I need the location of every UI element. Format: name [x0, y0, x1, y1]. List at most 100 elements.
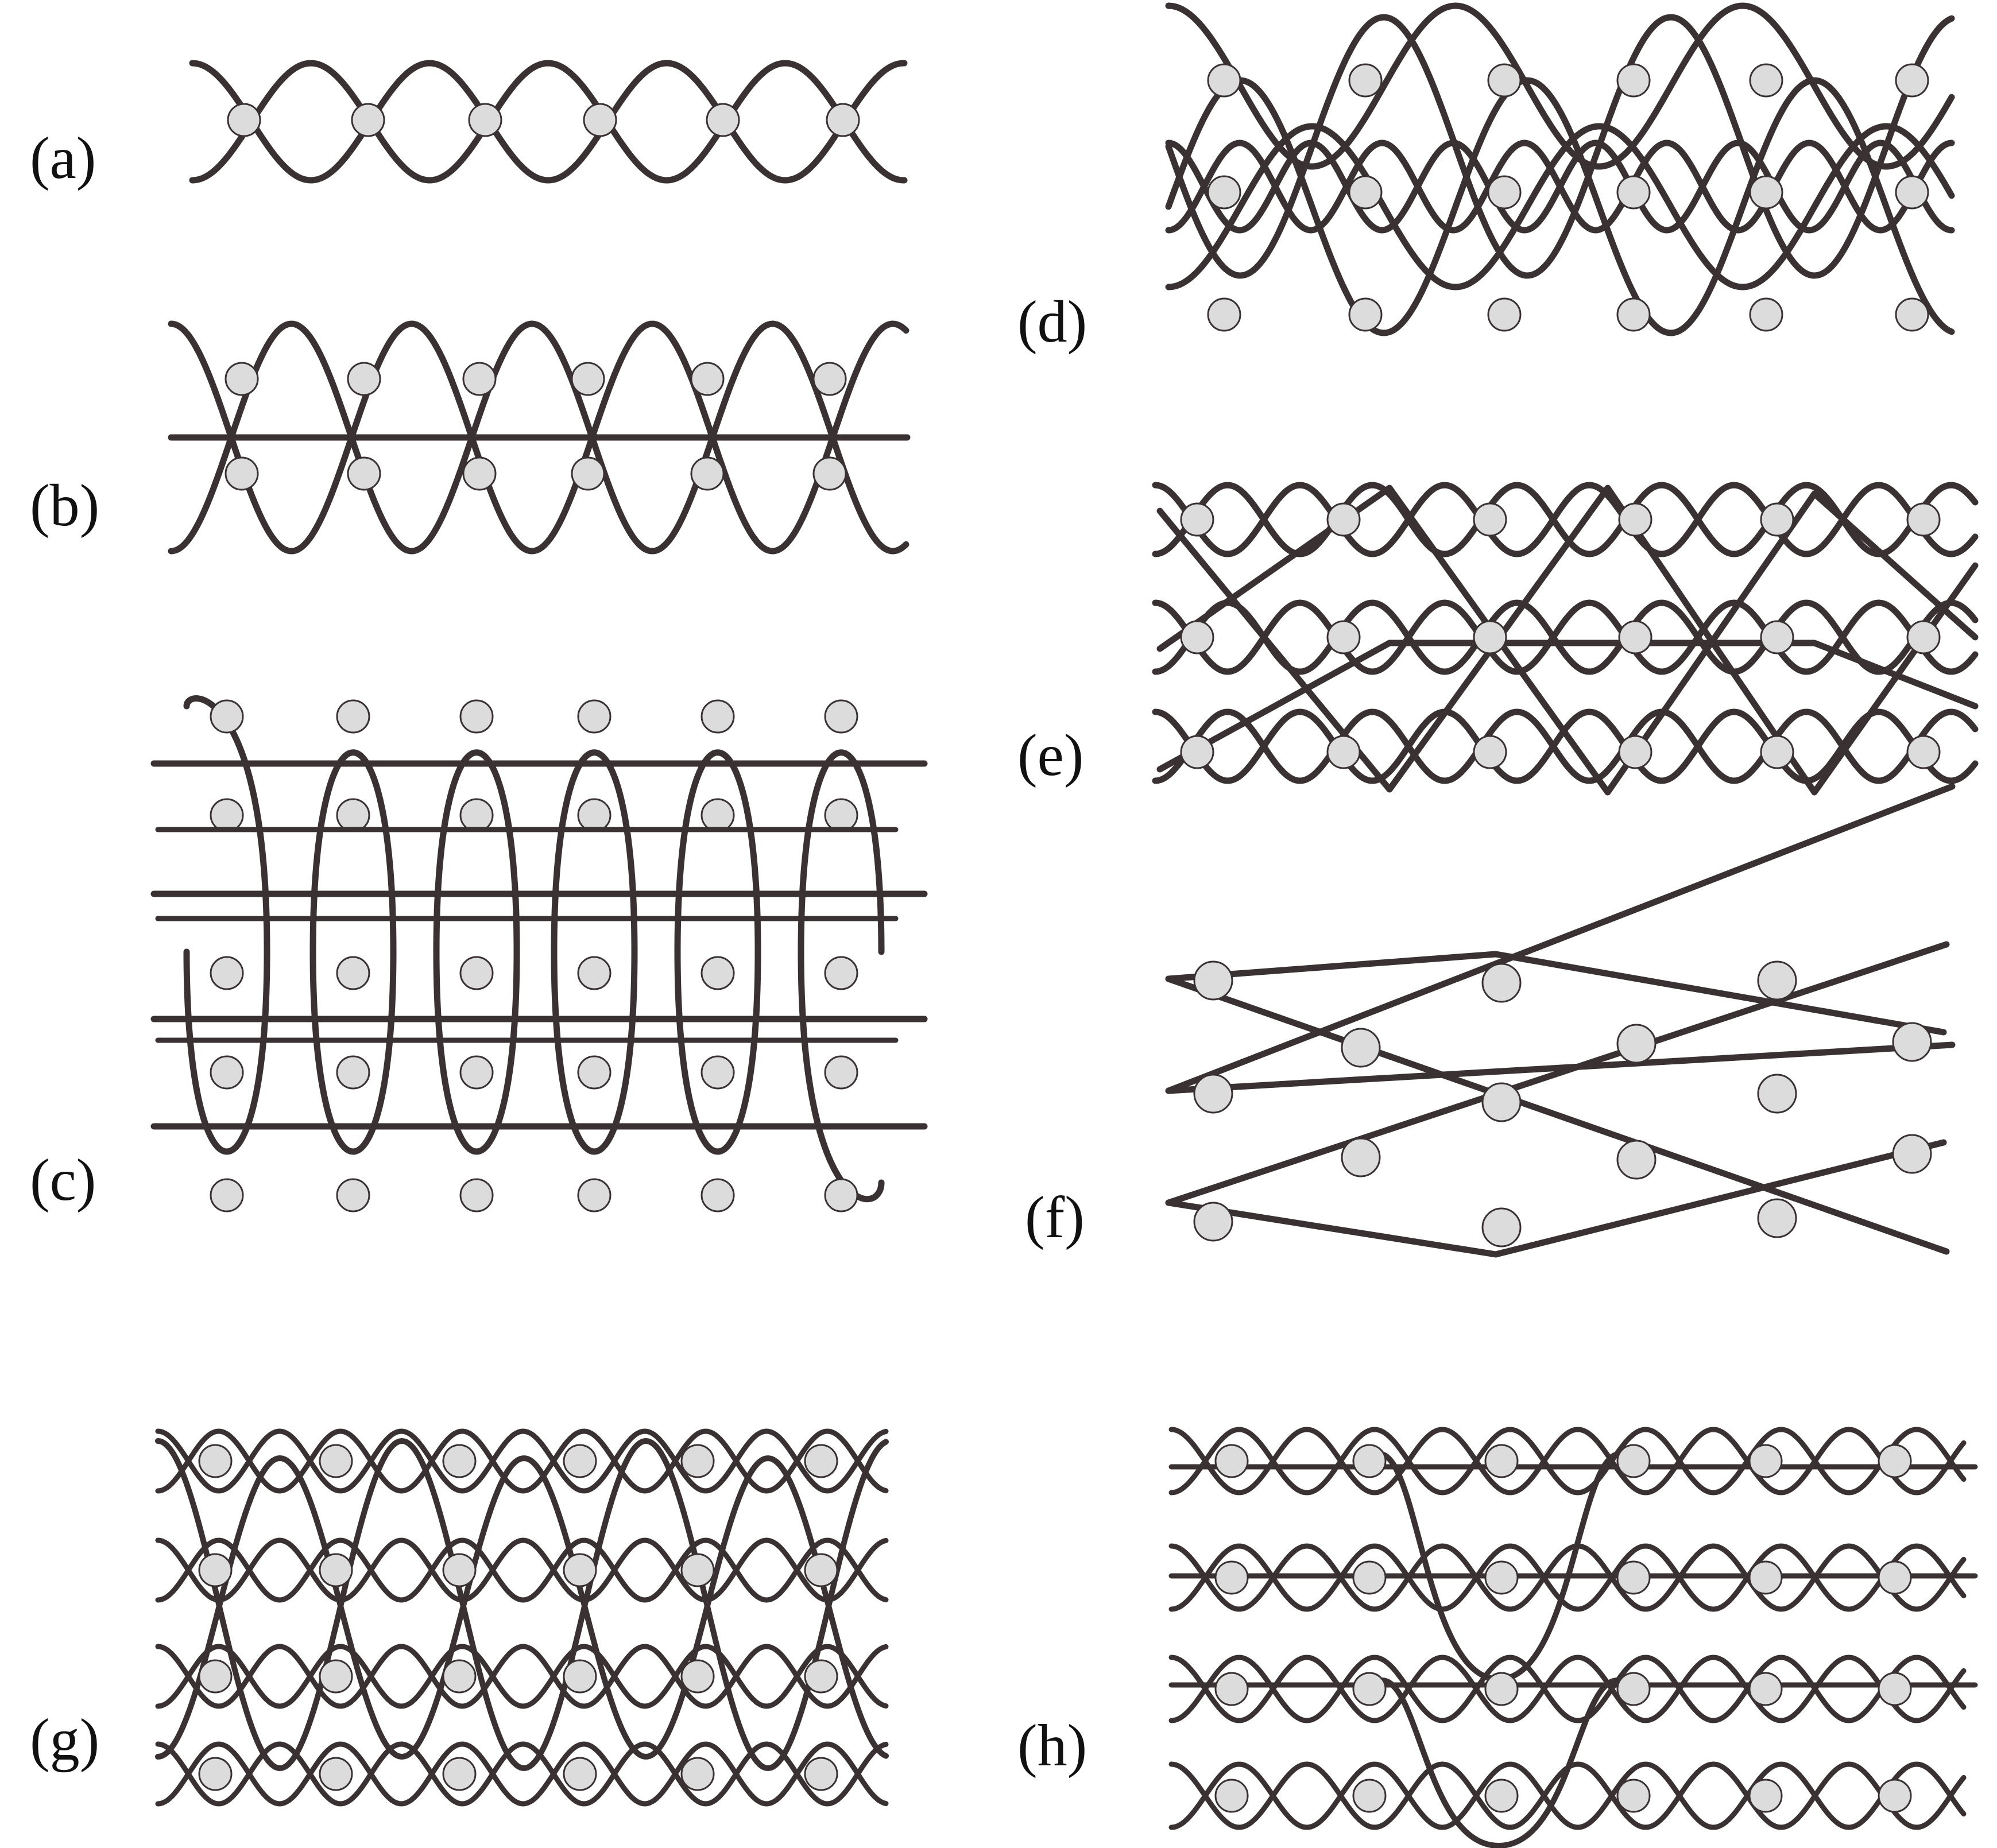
panel-b-yarns [168, 320, 911, 555]
panel-c-fiber-66 [577, 1178, 612, 1212]
panel-f-yarn-120 [1165, 951, 1947, 1036]
panel-f-fiber-128 [1757, 960, 1797, 1001]
panel-f-fiber-131 [1892, 1022, 1932, 1062]
panel-c-fiber-63 [210, 1178, 244, 1212]
panel-h-fiber-193 [1484, 1444, 1519, 1478]
panel-b-fiber-11 [225, 362, 259, 396]
panel-c-fiber-62 [824, 1055, 858, 1090]
panel-c-fiber-48 [577, 798, 612, 832]
panel-h-fiber-196 [1878, 1444, 1912, 1478]
panel-e-fiber-114 [1180, 735, 1214, 769]
panel-c-fiber-41 [459, 699, 494, 734]
panel-e-fiber-103 [1326, 502, 1361, 537]
panel-h-fiber-203 [1214, 1672, 1249, 1706]
panel-g-fibers [198, 1444, 838, 1791]
panel-h-fiber-198 [1352, 1560, 1387, 1595]
panel-f-fiber-139 [1481, 1207, 1522, 1248]
panel-b-fiber-14 [571, 362, 605, 396]
panel-a-fibers [227, 103, 860, 137]
panel-e-fiber-116 [1473, 735, 1507, 769]
panel-f-label: (f) [1025, 1184, 1085, 1250]
panel-g-fiber-177 [804, 1757, 838, 1791]
panel-c-yarn-31 [433, 749, 520, 955]
panel-g: (g) [30, 827, 899, 1807]
panel-e-fiber-106 [1760, 502, 1794, 537]
panel-d-fiber-75 [1207, 63, 1241, 98]
panel-b: (b) [30, 320, 911, 555]
panel-f-fiber-132 [1193, 1074, 1233, 1114]
panel-f-yarns [1165, 783, 1956, 1258]
panel-c-fiber-40 [336, 699, 370, 734]
panel-d-fiber-92 [1895, 297, 1929, 332]
panel-h-yarn-182 [1168, 1427, 1967, 1496]
panel-h-yarn-181 [1168, 1427, 1967, 1496]
panel-d-fiber-80 [1895, 63, 1929, 98]
panel-e-fiber-110 [1473, 620, 1507, 654]
panel-c-yarn-32 [433, 948, 520, 1155]
panel-c-fiber-51 [210, 956, 244, 990]
panel-h-yarn-185 [1168, 1655, 1967, 1723]
panel-h-fiber-210 [1352, 1779, 1387, 1813]
panel-d-fiber-85 [1749, 175, 1783, 210]
panel-h-fiber-201 [1748, 1560, 1783, 1595]
panel-h-fiber-202 [1878, 1560, 1912, 1595]
panel-d: (d) [1017, 2, 1955, 355]
panel-d-fiber-89 [1487, 297, 1522, 332]
panel-c-yarn-34 [551, 948, 638, 1155]
panel-b-yarn-8 [168, 320, 910, 555]
panel-d-fiber-83 [1487, 175, 1522, 210]
panel-d-fiber-77 [1487, 63, 1522, 98]
panel-g-fiber-173 [319, 1757, 353, 1791]
panel-c-fiber-50 [824, 798, 858, 832]
panel-g-fiber-154 [198, 1444, 233, 1478]
panel-e-fiber-104 [1473, 502, 1507, 537]
panel-h-fiber-191 [1214, 1444, 1249, 1478]
panel-h-fiber-195 [1748, 1444, 1783, 1478]
panel-g-yarn-149 [155, 1644, 889, 1709]
panel-c-fiber-54 [577, 956, 612, 990]
panel-h-fiber-207 [1748, 1672, 1783, 1706]
panel-g-fiber-164 [680, 1553, 715, 1587]
panel-e-fiber-107 [1906, 502, 1941, 537]
panel-g-fiber-175 [563, 1757, 597, 1791]
panel-e-fiber-117 [1618, 735, 1652, 769]
panel-e-fiber-105 [1618, 502, 1652, 537]
panel-c-fiber-67 [701, 1178, 735, 1212]
panel-c-yarn-37 [798, 749, 885, 955]
panel-e-fiber-119 [1906, 735, 1941, 769]
panel-g-fiber-159 [804, 1444, 838, 1478]
panel-h-fiber-214 [1878, 1779, 1912, 1813]
panel-c-fiber-45 [210, 798, 244, 832]
panel-g-fiber-172 [198, 1757, 233, 1791]
panel-b-fiber-21 [690, 456, 725, 491]
panel-c-yarns [150, 695, 928, 1203]
panel-a-fiber-7 [826, 103, 860, 137]
panel-h-fiber-204 [1352, 1672, 1387, 1706]
panel-f-yarn-122 [1165, 783, 1956, 1094]
panel-h-yarn-190 [1364, 1677, 1636, 1848]
panel-d-fiber-76 [1348, 63, 1383, 98]
panel-f-fibers [1193, 960, 1932, 1248]
panel-h-fiber-212 [1616, 1779, 1651, 1813]
panel-d-fiber-86 [1895, 175, 1929, 210]
panel-g-fiber-162 [442, 1553, 477, 1587]
panel-b-fiber-20 [571, 456, 605, 491]
panel-f-fiber-138 [1193, 1202, 1233, 1242]
panel-h-fiber-200 [1616, 1560, 1651, 1595]
panel-b-fiber-19 [462, 456, 497, 491]
panel-d-fiber-90 [1616, 297, 1651, 332]
panel-d-fibers [1207, 63, 1929, 332]
panel-c-fiber-58 [336, 1055, 370, 1090]
panel-f-fiber-140 [1757, 1198, 1797, 1238]
panel-d-yarn-71 [1165, 14, 1955, 279]
panel-a-fiber-4 [468, 103, 502, 137]
panel-b-label: (b) [30, 472, 99, 538]
panel-a-fiber-5 [583, 103, 617, 137]
panel-e: (e) [1017, 482, 1979, 796]
panel-c-fiber-47 [459, 798, 494, 832]
panel-c-fiber-55 [701, 956, 735, 990]
panel-h-fiber-211 [1484, 1779, 1519, 1813]
panel-c-yarn-35 [674, 749, 761, 955]
panel-f-fiber-126 [1193, 960, 1233, 1001]
panel-g-yarn-146 [155, 1537, 889, 1603]
